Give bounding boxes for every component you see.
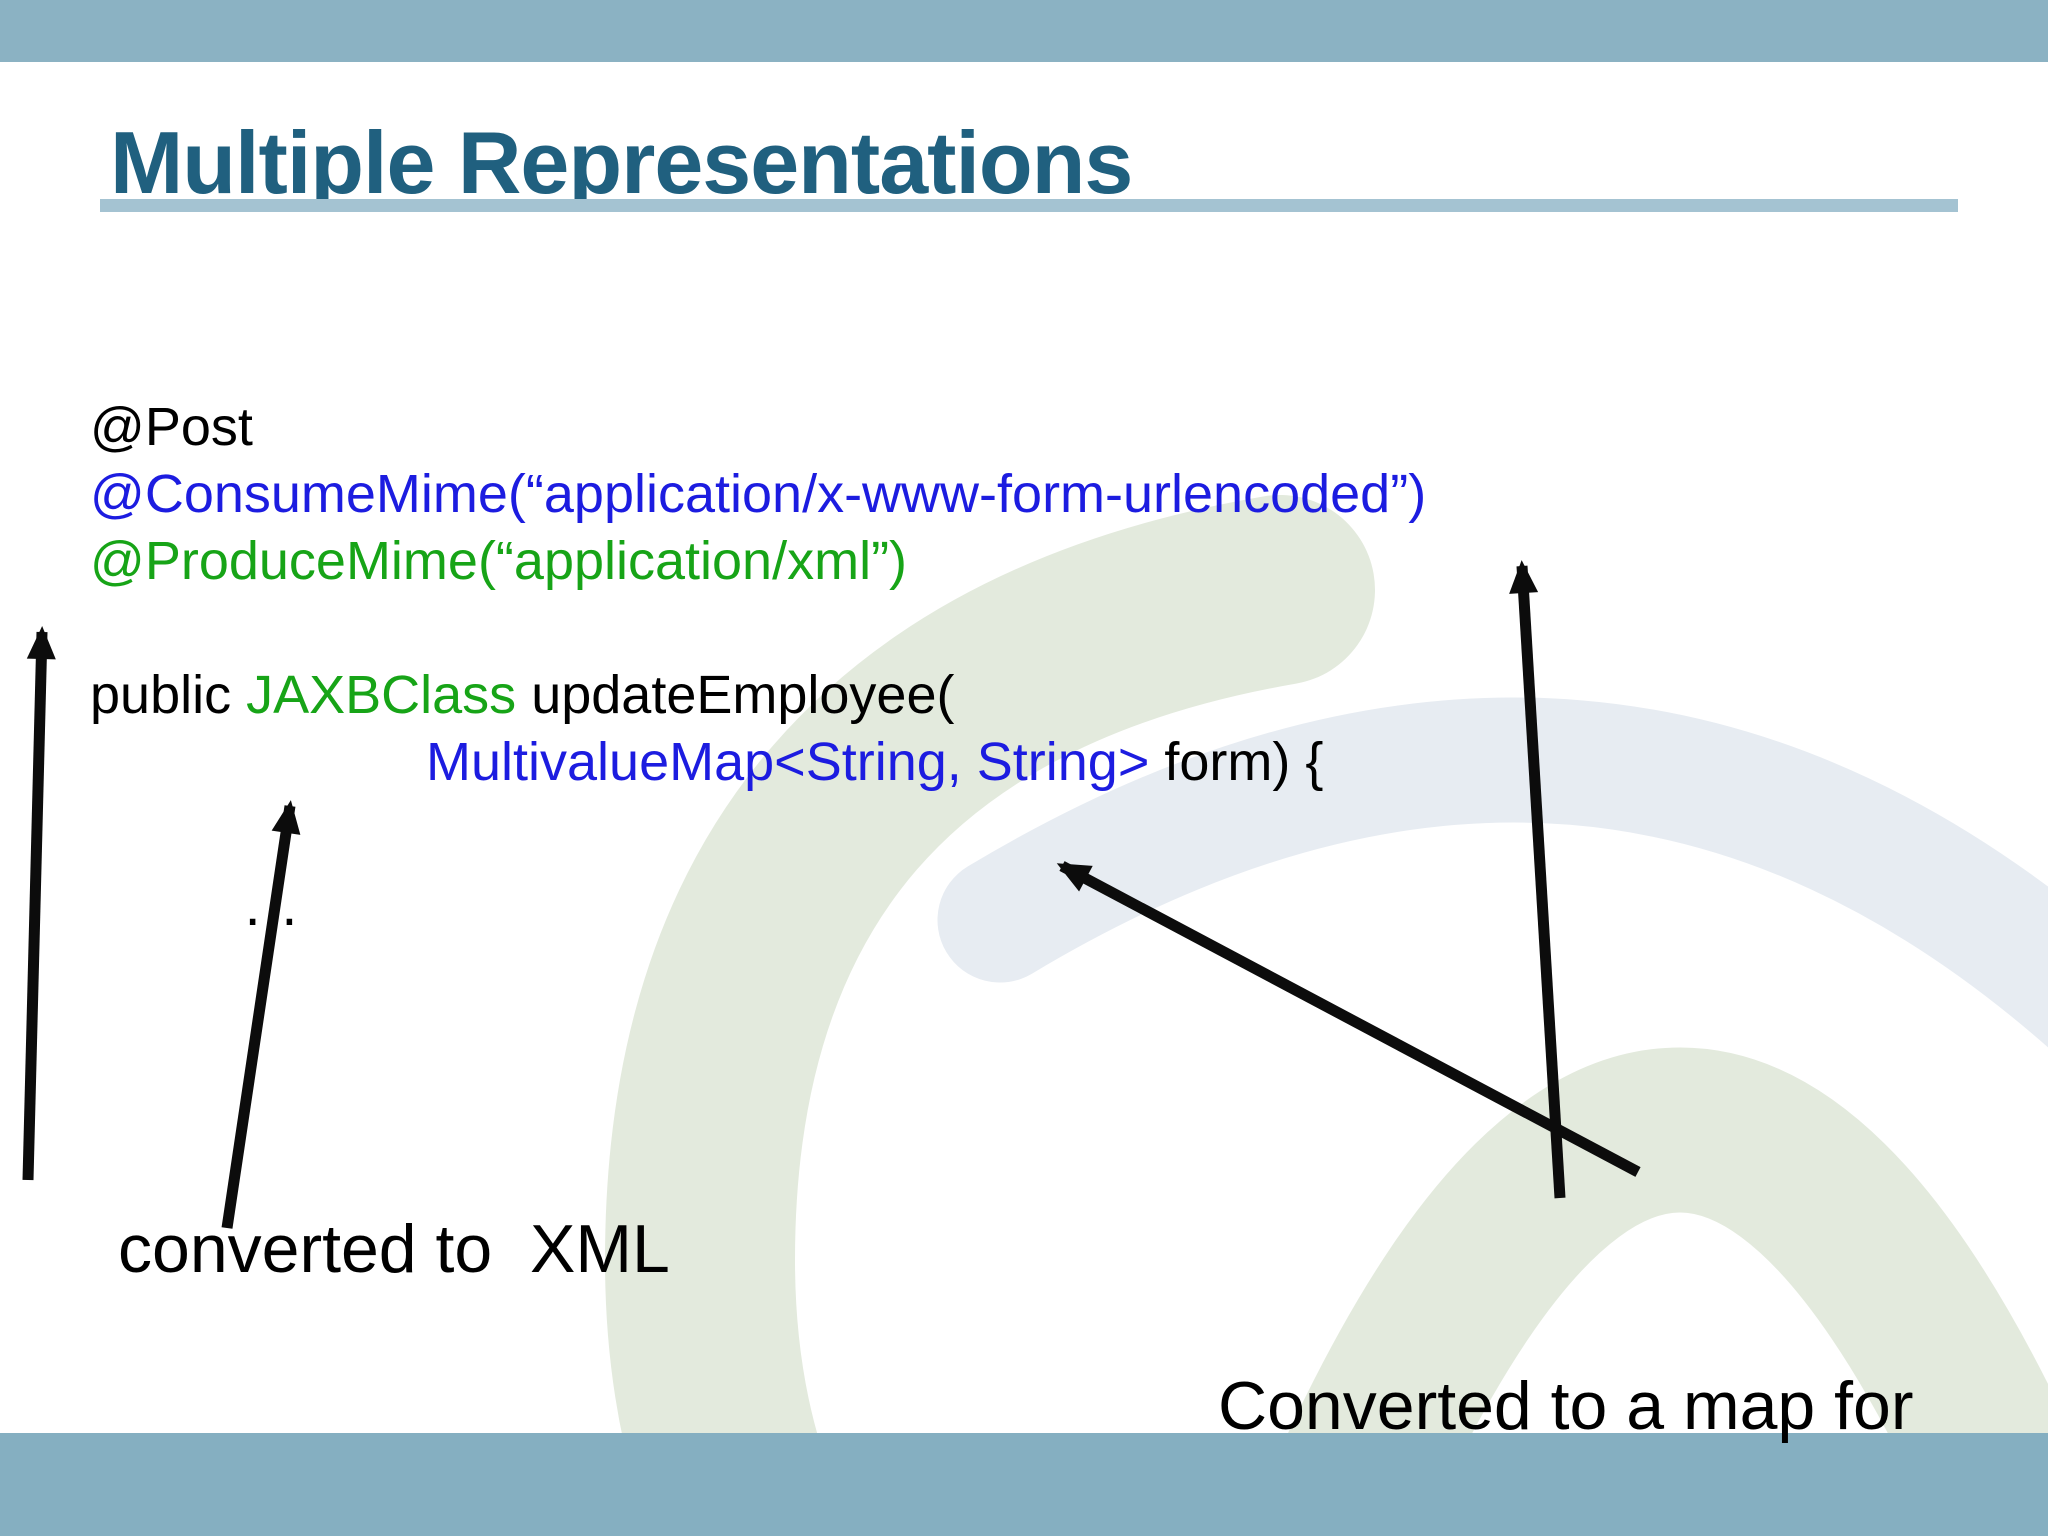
code-ellipsis: … [242, 873, 300, 938]
code-public-keyword: public [90, 665, 247, 725]
code-method-param: MultivalueMap<String, String> form) { [90, 729, 1426, 796]
header-bar [0, 0, 2048, 62]
label-converted-to-map: Converted to a map for accessing form's … [1218, 1164, 1913, 1536]
code-method-signature: public JAXBClass updateEmployee( [90, 662, 1426, 729]
label-converted-to-map-line1: Converted to a map for [1218, 1368, 1914, 1444]
code-block: @Post @ConsumeMime(“application/x-www-fo… [90, 394, 1426, 796]
code-param-type: MultivalueMap<String, String> [426, 732, 1150, 792]
code-consume-annotation: @ConsumeMime(“application/x-www-form-url… [90, 464, 1427, 524]
code-return-type: JAXBClass [246, 665, 517, 725]
code-blank-line [90, 595, 1426, 662]
footer-bar [0, 1433, 2048, 1536]
code-post-annotation: @Post [90, 397, 253, 457]
code-method-name: updateEmployee( [516, 665, 955, 725]
swirl-green-ring-arc [604, 495, 1375, 1536]
code-produce-annotation: @ProduceMime(“application/xml”) [90, 531, 908, 591]
code-param-rest: form) { [1149, 732, 1324, 792]
page-title: Multiple Representations [110, 113, 1133, 212]
swirl-gray-swoosh-arc [937, 697, 2048, 1048]
title-underline [100, 199, 1958, 212]
label-converted-to-xml: converted to XML [118, 1211, 670, 1287]
